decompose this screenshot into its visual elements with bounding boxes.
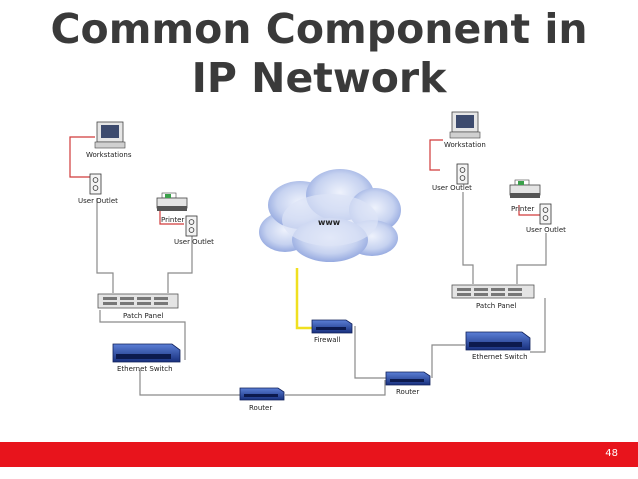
router-icon	[239, 387, 285, 401]
right-ethernet-switch: Ethernet Switch	[465, 331, 531, 361]
cable-firewall-router	[354, 326, 388, 379]
right-ethernet-switch-label: Ethernet Switch	[472, 353, 528, 361]
cable-right-outlet2-patch	[516, 233, 547, 284]
cable-right-printer	[518, 205, 540, 216]
footer-bar: 48	[0, 442, 638, 467]
left-ethernet-switch-label: Ethernet Switch	[117, 365, 173, 373]
right-router: Router	[385, 371, 431, 396]
slide-title-line-1: Common Component in	[50, 5, 588, 53]
left-user-outlet-1: User Outlet	[78, 173, 118, 205]
cable-right-switch-router	[431, 344, 465, 378]
firewall: Firewall	[311, 319, 353, 344]
left-workstation: Workstations	[86, 121, 132, 159]
switch-icon	[112, 343, 181, 363]
cable-router-router	[285, 380, 386, 396]
cable-left-outlet2-patch	[167, 236, 193, 293]
left-router-label: Router	[249, 404, 272, 412]
left-user-outlet-2: User Outlet	[174, 215, 214, 246]
right-workstation-label: Workstation	[444, 141, 486, 149]
internet-cloud: www	[259, 169, 401, 262]
right-router-label: Router	[396, 388, 419, 396]
wall-outlet-icon	[185, 215, 198, 237]
cable-left-workstation	[69, 136, 95, 178]
network-diagram: www Workstations User Outlet Printer	[69, 111, 566, 412]
cloud-label: www	[318, 218, 341, 227]
left-user-outlet-1-label: User Outlet	[78, 197, 118, 205]
router-icon	[385, 371, 431, 386]
computer-icon	[449, 111, 481, 139]
left-patch-panel: Patch Panel	[97, 293, 179, 320]
patch-panel-icon	[451, 284, 535, 299]
left-printer: Printer	[156, 192, 188, 224]
right-printer: Printer	[509, 179, 541, 213]
cable-left-switch-router	[139, 370, 240, 396]
right-user-outlet-2-label: User Outlet	[526, 226, 566, 234]
patch-panel-icon	[97, 293, 179, 309]
right-patch-panel: Patch Panel	[451, 284, 535, 310]
cable-right-outlet1-patch	[462, 192, 474, 284]
left-ethernet-switch: Ethernet Switch	[112, 343, 181, 373]
left-workstations-label: Workstations	[86, 151, 132, 159]
firewall-label: Firewall	[314, 336, 340, 344]
left-user-outlet-2-label: User Outlet	[174, 238, 214, 246]
left-router: Router	[239, 387, 285, 412]
cable-right-workstation	[429, 139, 443, 171]
wall-outlet-icon	[89, 173, 102, 195]
computer-icon	[94, 121, 126, 149]
right-printer-label: Printer	[511, 205, 534, 213]
right-patch-panel-label: Patch Panel	[476, 302, 516, 310]
cable-uplink-yellow	[295, 268, 312, 330]
wall-outlet-icon	[456, 163, 469, 185]
right-user-outlet-1-label: User Outlet	[432, 184, 472, 192]
cable-left-patch-switch	[99, 310, 186, 360]
cable-left-outlet1-patch	[96, 198, 114, 293]
right-user-outlet-2: User Outlet	[526, 203, 566, 234]
left-patch-panel-label: Patch Panel	[123, 312, 163, 320]
left-printer-label: Printer	[161, 216, 184, 224]
printer-icon	[156, 192, 188, 211]
right-workstation: Workstation	[444, 111, 486, 149]
right-user-outlet-1: User Outlet	[432, 163, 472, 192]
slide-title-line-2: IP Network	[191, 54, 447, 102]
printer-icon	[509, 179, 541, 198]
switch-icon	[465, 331, 531, 351]
cable-right-patch-switch	[530, 298, 546, 353]
firewall-icon	[311, 319, 353, 334]
page-number: 48	[605, 448, 618, 459]
cables	[69, 136, 547, 396]
cable-left-printer	[159, 210, 184, 225]
wall-outlet-icon	[539, 203, 552, 225]
